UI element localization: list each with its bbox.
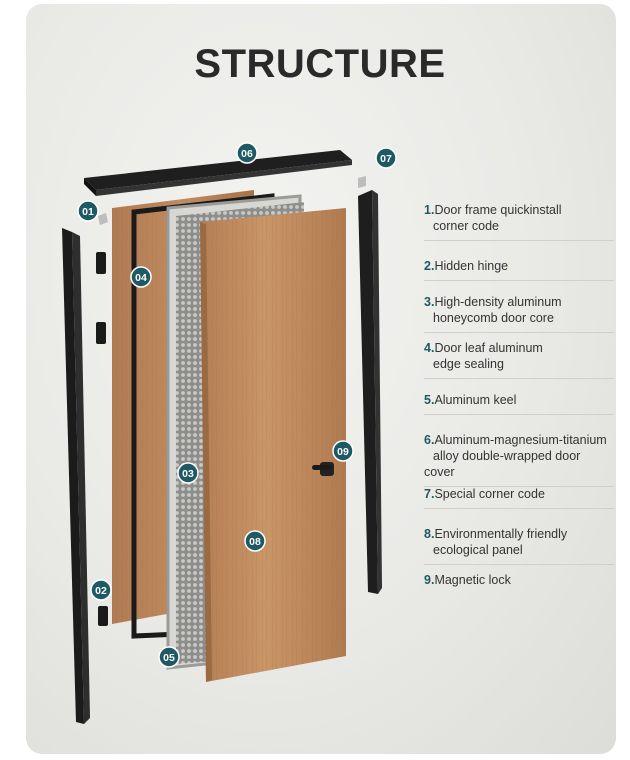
callout-03: 03 <box>177 462 199 484</box>
legend-text: Special corner code <box>434 487 545 501</box>
legend-number: 9. <box>424 573 435 587</box>
callout-07: 07 <box>375 147 397 169</box>
legend-number: 6. <box>424 433 435 447</box>
legend-text: ecological panel <box>433 543 523 557</box>
svg-text:05: 05 <box>163 652 175 664</box>
legend-number: 3. <box>424 295 435 309</box>
legend-item-4: 4.Door leaf aluminum edge sealing <box>424 340 614 379</box>
legend-number: 4. <box>424 341 435 355</box>
legend-text: honeycomb door core <box>433 311 554 325</box>
legend-text: Magnetic lock <box>434 573 511 587</box>
callout-01: 01 <box>77 200 99 222</box>
magnetic-lock-handle <box>312 462 334 476</box>
top-frame-beam <box>84 150 352 196</box>
right-frame-rail <box>358 176 382 594</box>
svg-text:07: 07 <box>380 153 392 165</box>
svg-text:08: 08 <box>249 536 261 548</box>
hinge-bottom <box>96 322 106 344</box>
callout-09: 09 <box>332 440 354 462</box>
legend-text: High-density aluminum <box>434 295 562 309</box>
svg-text:01: 01 <box>82 206 94 218</box>
legend-text: Door frame quickinstall <box>434 203 562 217</box>
svg-text:04: 04 <box>135 272 147 284</box>
page-title: STRUCTURE <box>194 42 446 86</box>
svg-text:09: 09 <box>337 446 349 458</box>
legend-text: Environmentally friendly <box>434 527 568 541</box>
legend-text: corner code <box>433 219 500 233</box>
legend-item-9: 9.Magnetic lock <box>424 572 614 594</box>
svg-text:03: 03 <box>182 468 194 480</box>
legend-item-8: 8.Environmentally friendly ecological pa… <box>424 526 614 565</box>
svg-text:02: 02 <box>95 585 107 597</box>
legend-item-6: 6.Aluminum-magnesium-titanium alloy doub… <box>424 432 614 487</box>
legend-number: 1. <box>424 203 435 217</box>
callout-05: 05 <box>158 646 180 668</box>
legend-text: Aluminum keel <box>434 393 517 407</box>
hinge-top <box>96 252 106 274</box>
callout-02: 02 <box>90 579 112 601</box>
legend-number: 8. <box>424 527 435 541</box>
left-frame-rail <box>62 228 108 724</box>
legend-number: 5. <box>424 393 435 407</box>
legend-number: 2. <box>424 259 435 273</box>
legend-text: Hidden hinge <box>434 259 509 273</box>
hinge-lower <box>98 606 108 626</box>
legend-item-3: 3.High-density aluminum honeycomb door c… <box>424 294 614 333</box>
legend-text: edge sealing <box>433 357 504 371</box>
legend-item-2: 2.Hidden hinge <box>424 258 614 281</box>
front-ecological-panel <box>200 208 346 682</box>
callout-04: 04 <box>130 266 152 288</box>
legend-text: Door leaf aluminum <box>434 341 543 355</box>
corner-code-piece <box>98 213 108 225</box>
svg-text:06: 06 <box>241 148 253 160</box>
callout-06: 06 <box>236 142 258 164</box>
legend-text: Aluminum-magnesium-titanium <box>434 433 607 447</box>
callout-08: 08 <box>244 530 266 552</box>
legend-item-1: 1.Door frame quickinstall corner code <box>424 202 614 241</box>
legend-text: alloy double-wrapped door cover <box>424 449 581 479</box>
legend-item-7: 7.Special corner code <box>424 486 614 509</box>
legend-item-5: 5.Aluminum keel <box>424 392 614 415</box>
legend-number: 7. <box>424 487 435 501</box>
